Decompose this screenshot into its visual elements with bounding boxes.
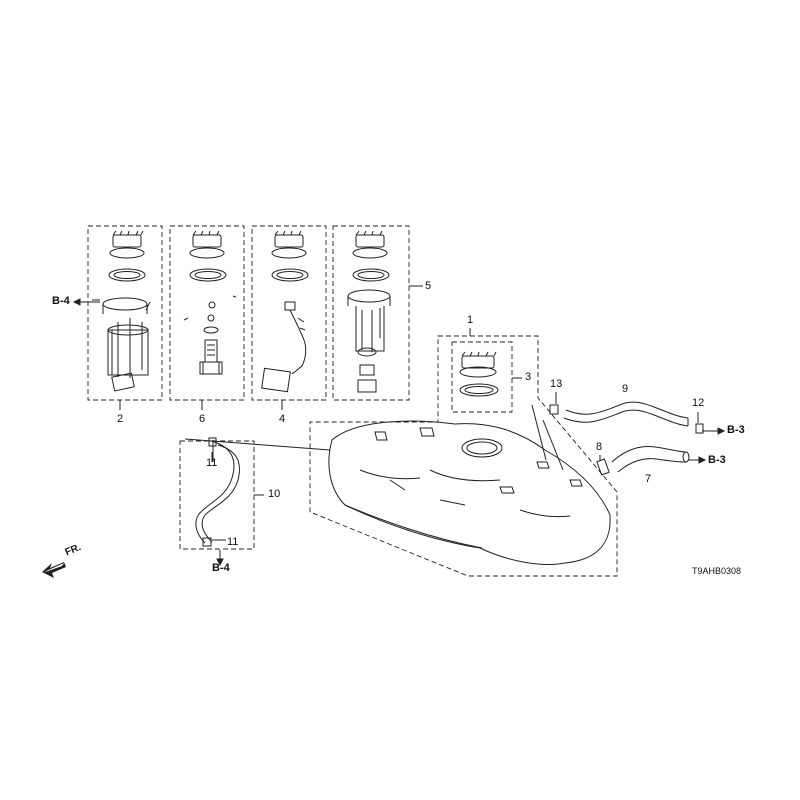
- ref-b4-bottom: B-4: [212, 562, 230, 574]
- callout-13: 13: [550, 378, 563, 390]
- callout-4: 4: [279, 413, 286, 425]
- front-direction-icon: [42, 562, 66, 578]
- fuel-pump-module: [347, 230, 391, 393]
- hose-9: [563, 401, 689, 427]
- callout-11-upper: 11: [206, 457, 218, 469]
- fuel-sender-unit: [261, 230, 309, 393]
- clip-8: [596, 458, 610, 476]
- fuel-hose-10: [195, 437, 240, 547]
- group-frame-5: [332, 225, 410, 401]
- clip-13: [549, 404, 559, 415]
- callout-2: 2: [117, 413, 124, 425]
- group-frame-2: [87, 225, 163, 401]
- ref-b3-lower: B-3: [708, 454, 726, 466]
- group-frame-3: [451, 341, 513, 413]
- lock-ring-set: [459, 351, 499, 397]
- ref-b4-left: B-4: [52, 295, 70, 307]
- diagram-code: T9AHB0308: [692, 566, 742, 576]
- callout-7: 7: [645, 473, 652, 485]
- callout-10: 10: [268, 488, 281, 500]
- callout-12: 12: [692, 397, 705, 409]
- hose-7: [611, 446, 690, 473]
- callout-3: 3: [525, 371, 532, 383]
- clip-12: [695, 423, 704, 434]
- fuel-tank: [328, 420, 611, 566]
- callout-5: 5: [425, 280, 432, 292]
- filter-assembly: [183, 230, 237, 375]
- callout-9: 9: [622, 383, 629, 395]
- callout-6: 6: [199, 413, 206, 425]
- group-frame-6: [169, 225, 245, 401]
- callout-1: 1: [467, 314, 474, 326]
- fuel-pump-assembly: [92, 230, 151, 392]
- callout-8: 8: [596, 441, 603, 453]
- callout-11-lower: 11: [227, 536, 239, 548]
- group-frame-4: [251, 225, 327, 401]
- group-frame-1: [309, 335, 618, 577]
- ref-b3-upper: B-3: [727, 424, 745, 436]
